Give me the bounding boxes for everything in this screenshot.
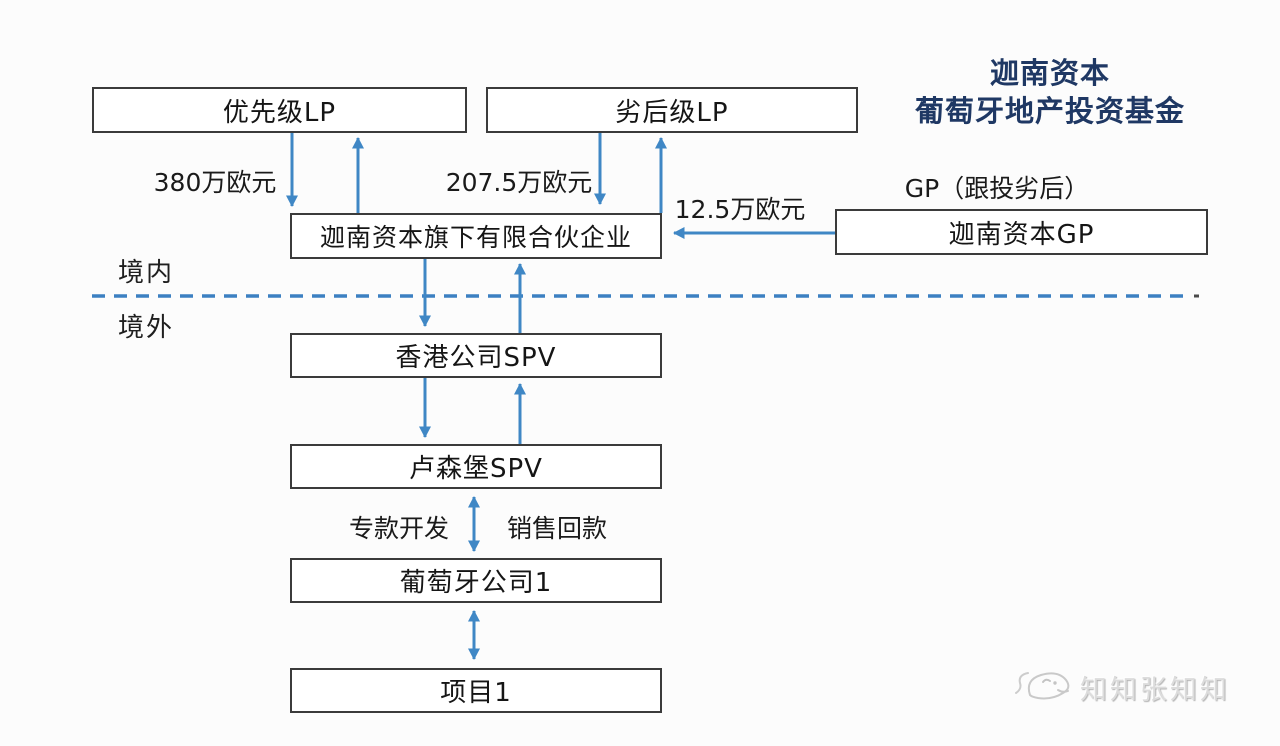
fund-title: 迦南资本 葡萄牙地产投资基金	[880, 54, 1220, 130]
fund-title-line2: 葡萄牙地产投资基金	[914, 94, 1185, 128]
label-development: 专款开发	[348, 514, 449, 543]
gp-note: GP（跟投劣后）	[904, 174, 1090, 203]
label-sales-proceeds: 销售回款	[506, 514, 607, 543]
region-offshore-label: 境外	[118, 313, 175, 343]
node-lux-spv: 卢森堡SPV	[290, 444, 662, 489]
region-onshore-label: 境内	[118, 258, 175, 288]
node-partnership: 迦南资本旗下有限合伙企业	[290, 213, 662, 259]
node-gp: 迦南资本GP	[835, 209, 1208, 255]
node-project: 项目1	[290, 668, 662, 713]
label-junior-contribution: 207.5万欧元	[445, 168, 593, 197]
node-pt-company: 葡萄牙公司1	[290, 558, 662, 603]
node-junior-lp: 劣后级LP	[486, 87, 858, 133]
node-senior-lp: 优先级LP	[92, 87, 467, 133]
watermark-text: 知知张知知	[1080, 674, 1230, 706]
watermark: 知知张知知	[1014, 662, 1230, 712]
whale-logo-icon	[1014, 662, 1074, 712]
fund-title-line1: 迦南资本	[989, 56, 1110, 90]
label-gp-contribution: 12.5万欧元	[674, 195, 806, 224]
node-hk-spv: 香港公司SPV	[290, 333, 662, 378]
label-senior-contribution: 380万欧元	[153, 168, 277, 197]
